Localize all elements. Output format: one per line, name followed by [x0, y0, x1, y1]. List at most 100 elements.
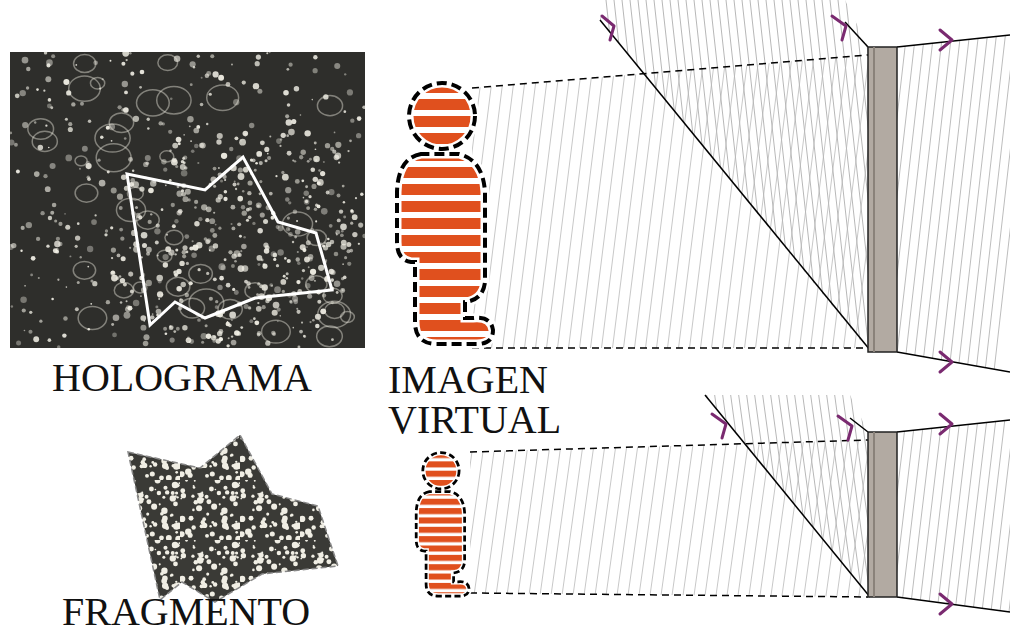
speckle-dot: [117, 105, 121, 109]
speckle-dot: [280, 279, 286, 285]
speckle-ring: [136, 211, 159, 229]
speckle-dot: [111, 187, 117, 193]
speckle-dot: [169, 325, 171, 327]
speckle-dot: [58, 222, 62, 226]
speckle-dot: [221, 153, 227, 159]
speckle-dot: [110, 226, 113, 229]
speckle-dot: [75, 307, 79, 311]
ray-line: [718, 0, 758, 360]
speckle-dot: [140, 295, 142, 297]
speckle-dot: [75, 245, 78, 248]
speckle-dot: [11, 243, 16, 248]
speckle-dot: [212, 339, 216, 343]
ray-line: [527, 430, 552, 610]
figure-body: [397, 154, 493, 344]
speckle-dot: [87, 266, 89, 268]
speckle-dot: [264, 147, 269, 152]
speckle-dot: [197, 318, 201, 322]
speckle-dot: [285, 187, 291, 193]
speckle-dot: [293, 299, 298, 304]
ray-line: [681, 430, 706, 610]
speckle-dot: [240, 140, 242, 142]
figure-head: [423, 453, 459, 489]
speckle-dot: [129, 247, 131, 249]
speckle-ring: [90, 77, 104, 88]
speckle-dot: [265, 159, 268, 162]
speckle-dot: [286, 227, 291, 232]
speckle-dot: [275, 175, 277, 177]
speckle-dot: [335, 142, 341, 148]
speckle-dot: [320, 171, 325, 176]
ray-line: [787, 40, 827, 360]
speckle-dot: [215, 300, 218, 303]
speckle-dot: [145, 162, 149, 166]
speckle-ring: [166, 277, 189, 296]
speckle-dot: [288, 129, 295, 136]
ray-line: [766, 0, 806, 360]
speckle-dot: [162, 254, 168, 260]
speckle-dot: [194, 144, 198, 148]
speckle-dot: [218, 75, 224, 81]
ray-line: [813, 430, 838, 610]
speckle-dot: [176, 327, 180, 331]
speckle-dot: [286, 119, 293, 126]
ray-line: [774, 0, 814, 360]
speckle-dot: [145, 155, 151, 161]
speckle-dot: [121, 108, 124, 111]
ray-line: [802, 390, 832, 610]
speckle-dot: [269, 192, 273, 196]
speckle-dot: [133, 300, 140, 307]
speckle-dot: [230, 205, 235, 210]
speckle-dot: [318, 169, 321, 172]
figure-label: HOLOGRAMA: [52, 358, 352, 398]
ray-boundary: [470, 593, 868, 597]
speckle-dot: [341, 240, 347, 246]
ray-line: [638, 0, 678, 360]
speckle-dot: [125, 59, 127, 61]
ray-line: [703, 430, 728, 610]
ray-line: [809, 40, 849, 360]
speckle-dot: [50, 211, 54, 215]
speckle-dot: [313, 177, 318, 182]
speckle-dot: [26, 86, 29, 89]
speckle-dot: [182, 245, 187, 250]
ray-hatch: [855, 410, 1010, 620]
speckle-dot: [262, 264, 267, 269]
speckle-dot: [266, 52, 268, 54]
figure-dash: [416, 492, 469, 596]
speckle-dot: [296, 257, 300, 261]
speckle-dot: [111, 247, 116, 252]
speckle-ring: [165, 230, 183, 245]
ray-line: [589, 40, 629, 360]
speckle-dot: [140, 325, 146, 331]
ray-line: [822, 0, 862, 360]
speckle-dot: [169, 325, 174, 330]
speckle-dot: [219, 337, 223, 341]
speckle-dot: [262, 305, 266, 309]
ray-line: [948, 30, 988, 380]
speckle-dot: [334, 63, 340, 69]
ray-line: [758, 0, 798, 360]
reference-beam-edge: [705, 395, 870, 597]
speckle-dot: [26, 222, 32, 228]
speckle-dot: [360, 192, 363, 195]
fragment-plate: [868, 432, 897, 597]
speckle-dot: [232, 288, 235, 291]
figure-label: IMAGEN VIRTUAL: [388, 360, 588, 440]
speckle-dot: [240, 326, 243, 329]
speckle-dot: [331, 338, 334, 341]
speckle-dot: [269, 283, 273, 287]
speckle-dot: [209, 245, 215, 251]
ray-line: [626, 430, 651, 610]
speckle-dot: [301, 179, 304, 182]
arrow-chevron: [602, 16, 614, 40]
speckle-dot: [54, 219, 57, 222]
speckle-dot: [244, 304, 249, 309]
speckle-dot: [117, 194, 123, 200]
speckle-dot: [205, 324, 208, 327]
ray-line: [780, 430, 805, 610]
ray-line: [567, 40, 607, 360]
speckle-dot: [286, 68, 289, 71]
speckle-dot: [66, 286, 68, 288]
speckle-dot: [192, 245, 198, 251]
